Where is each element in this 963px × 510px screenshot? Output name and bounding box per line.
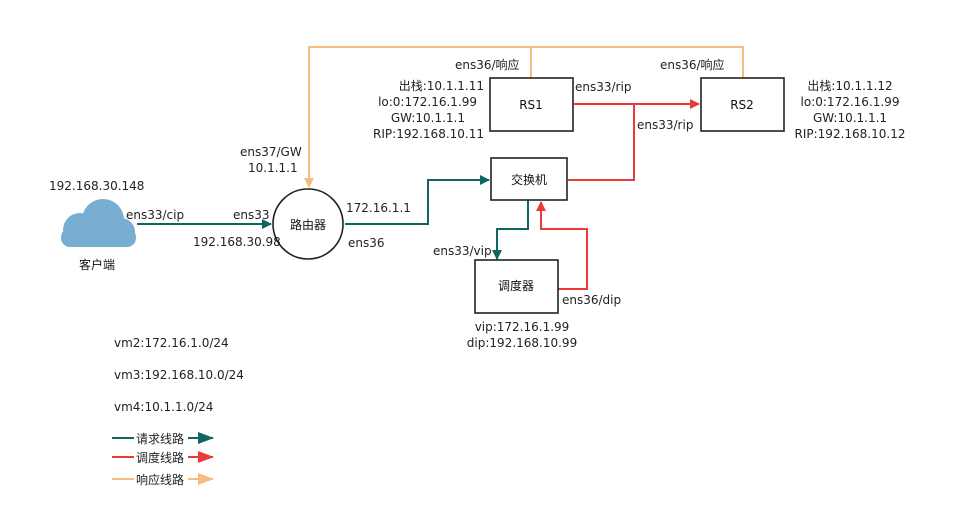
dispatch-line-director-switch bbox=[536, 201, 588, 290]
legend: 请求线路 调度线路 响应线路 bbox=[112, 430, 214, 487]
director-label: 调度器 bbox=[498, 278, 534, 293]
router-ens33-label: ens33 bbox=[233, 208, 270, 222]
client-iface-label: ens33/cip bbox=[126, 208, 184, 222]
router-ens36-ip-label: 172.16.1.1 bbox=[346, 201, 411, 215]
client-label: 客户端 bbox=[79, 257, 115, 272]
cloud-icon bbox=[61, 199, 136, 247]
rs1-info-line: 出栈:10.1.1.11 bbox=[399, 78, 484, 93]
client-ip-label: 192.168.30.148 bbox=[49, 179, 144, 193]
network-item: vm4:10.1.1.0/24 bbox=[114, 400, 213, 414]
director-info-line: dip:192.168.10.99 bbox=[467, 336, 577, 350]
network-item: vm3:192.168.10.0/24 bbox=[114, 368, 244, 382]
director-info: vip:172.16.1.99 dip:192.168.10.99 bbox=[467, 320, 577, 350]
router-ens33-ip-label: 192.168.30.98 bbox=[193, 235, 281, 249]
legend-request-label: 请求线路 bbox=[136, 431, 184, 446]
rs1-rip-iface-label: ens33/rip bbox=[575, 80, 631, 94]
dispatch-line-switch-rs bbox=[568, 104, 635, 181]
director-node bbox=[474, 259, 559, 314]
rs2-node bbox=[700, 77, 785, 132]
legend-dispatch-label: 调度线路 bbox=[136, 450, 184, 465]
network-list: vm2:172.16.1.0/24 vm3:192.168.10.0/24 vm… bbox=[114, 336, 244, 414]
router-ens37-ip-label: 10.1.1.1 bbox=[248, 161, 298, 175]
rs2-info-line: RIP:192.168.10.12 bbox=[795, 127, 906, 141]
rs2-info-line: lo:0:172.16.1.99 bbox=[801, 95, 900, 109]
rs1-info-line: lo:0:172.16.1.99 bbox=[378, 95, 477, 109]
router-label: 路由器 bbox=[290, 217, 326, 232]
switch-node bbox=[490, 157, 568, 201]
rs2-resp-label: ens36/响应 bbox=[660, 57, 725, 72]
rs1-label: RS1 bbox=[519, 98, 543, 112]
router-ens37-label: ens37/GW bbox=[240, 145, 302, 159]
director-dip-iface-label: ens36/dip bbox=[562, 293, 621, 307]
rs2-info-line: 出栈:10.1.1.12 bbox=[807, 78, 892, 93]
rs1-info-line: RIP:192.168.10.11 bbox=[373, 127, 484, 141]
rs1-resp-label: ens36/响应 bbox=[455, 57, 520, 72]
rs2-label: RS2 bbox=[730, 98, 754, 112]
response-line bbox=[304, 46, 532, 188]
legend-response-label: 响应线路 bbox=[136, 472, 184, 487]
rs1-node bbox=[489, 77, 574, 132]
rs2-info-line: GW:10.1.1.1 bbox=[813, 111, 887, 125]
response-line-rs2 bbox=[531, 46, 744, 78]
request-line-switch-director bbox=[492, 200, 529, 260]
network-item: vm2:172.16.1.0/24 bbox=[114, 336, 229, 350]
router-ens36-label: ens36 bbox=[348, 236, 385, 250]
rs1-info: 出栈:10.1.1.11 lo:0:172.16.1.99 GW:10.1.1.… bbox=[373, 78, 484, 141]
director-info-line: vip:172.16.1.99 bbox=[475, 320, 570, 334]
rs2-rip-iface-label: ens33/rip bbox=[637, 118, 693, 132]
router-node bbox=[272, 188, 344, 260]
request-line-router-switch bbox=[345, 175, 490, 225]
switch-label: 交换机 bbox=[511, 172, 547, 187]
director-vip-iface-label: ens33/vip bbox=[433, 244, 492, 258]
rs1-info-line: GW:10.1.1.1 bbox=[391, 111, 465, 125]
rs2-info: 出栈:10.1.1.12 lo:0:172.16.1.99 GW:10.1.1.… bbox=[795, 78, 906, 141]
